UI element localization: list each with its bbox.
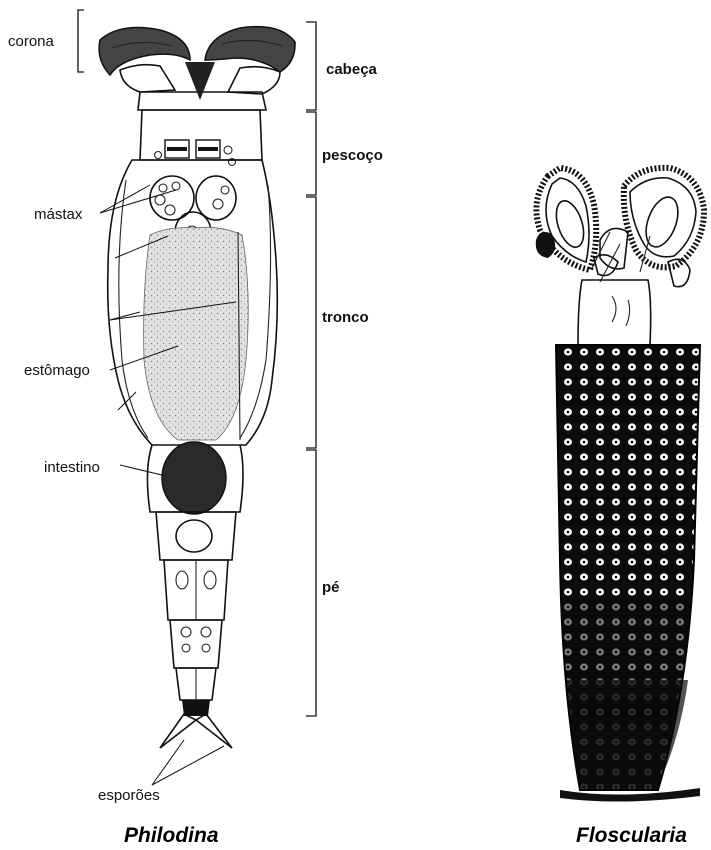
philodina-illustration: corona mástax estômago intestino esporõe…	[8, 10, 383, 847]
label-intestino: intestino	[44, 459, 100, 476]
caption-floscularia: Floscularia	[576, 824, 687, 847]
foot-drawing	[156, 512, 236, 748]
label-esporoes: esporões	[98, 787, 160, 804]
intestine-drawing	[162, 442, 226, 514]
floscularia-illustration: Floscularia	[536, 168, 704, 847]
caption-philodina: Philodina	[124, 824, 219, 847]
label-cabeca: cabeça	[326, 61, 378, 78]
label-estomago: estômago	[24, 362, 90, 379]
floscularia-neck	[578, 280, 651, 345]
corona-drawing	[99, 27, 295, 100]
label-mastax: mástax	[34, 206, 83, 223]
label-pe: pé	[322, 579, 340, 596]
label-tronco: tronco	[322, 309, 369, 326]
stomach-drawing	[144, 227, 249, 440]
label-pescoco: pescoço	[322, 147, 383, 164]
label-corona: corona	[8, 33, 55, 50]
floscularia-crown	[536, 168, 704, 287]
